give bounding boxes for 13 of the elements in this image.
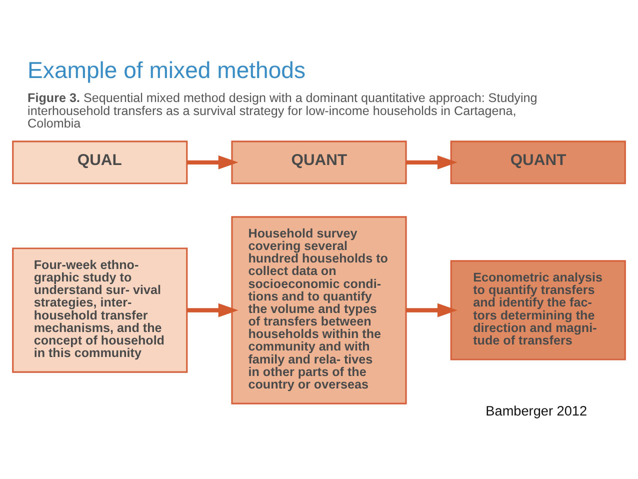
arrow [187,154,238,169]
node-box: Four-week ethno- graphic study to understand sur- vival strategies, inter- household transfer mechanisms, and the concept of household in this community [12,247,188,372]
arrow [406,154,458,169]
arrow [187,302,238,317]
node-box: Econometric analysis to quantify transfers and identify the fac- tors determining the direction and magni- tude of transfers [450,260,626,360]
node-box: QUANT [450,140,626,184]
arrow [406,302,458,317]
node-box: QUAL [12,140,188,184]
label: Bamberger 2012 [486,403,588,418]
caption: Figure 3. Sequential mixed method design with a dominant quantitative approach: Studying interhousehold transfers as a survival strategy for low-income households in Cartagena, Colombia [28,90,538,130]
diagram-title: Example of mixed methods [28,56,306,83]
node-box: QUANT [231,140,407,184]
node-box: Household survey covering several hundred households to collect data on socioeconomic condi- tions and to quantify the volume and types of transfers between households within the community and with family and rela- tives in other parts of the country or overseas [231,216,407,404]
